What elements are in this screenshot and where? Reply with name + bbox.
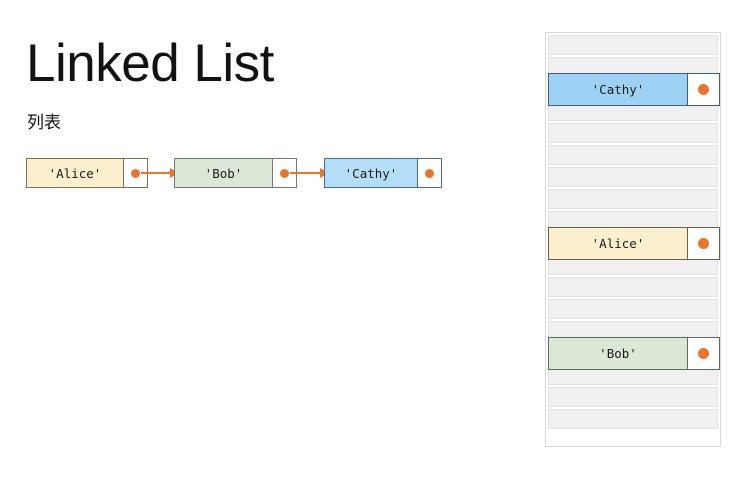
next-arrow-bob-to-cathy (290, 168, 329, 178)
memory-node-bob[interactable]: 'Bob' (548, 337, 720, 370)
memory-slot[interactable] (548, 189, 718, 209)
pointer-dot-icon (698, 84, 709, 95)
list-node-pointer-cell (273, 159, 296, 187)
memory-slot[interactable]: 'Cathy' (548, 73, 720, 106)
pointer-dot-icon (425, 168, 434, 178)
memory-slot[interactable] (548, 123, 718, 143)
list-node-bob[interactable]: 'Bob' (174, 158, 297, 188)
memory-slot[interactable]: 'Alice' (548, 227, 720, 260)
memory-node-value: 'Bob' (549, 338, 688, 369)
memory-slot[interactable] (548, 409, 718, 429)
memory-node-alice[interactable]: 'Alice' (548, 227, 720, 260)
memory-slot[interactable] (548, 35, 718, 55)
list-node-value: 'Cathy' (325, 159, 418, 187)
memory-node-value: 'Alice' (549, 228, 688, 259)
next-arrow-alice-to-bob (141, 168, 179, 178)
list-node-alice[interactable]: 'Alice' (26, 158, 148, 188)
memory-node-cathy[interactable]: 'Cathy' (548, 73, 720, 106)
memory-node-value: 'Cathy' (549, 74, 688, 105)
memory-slot[interactable] (548, 387, 718, 407)
memory-slot[interactable] (548, 167, 718, 187)
memory-node-pointer-cell (688, 228, 719, 259)
memory-slot[interactable]: 'Bob' (548, 337, 720, 370)
list-node-pointer-cell (418, 159, 441, 187)
memory-node-pointer-cell (688, 338, 719, 369)
memory-strip: 'Cathy' 'Alice' 'Bob' (545, 32, 721, 447)
pointer-dot-icon (698, 348, 709, 359)
list-node-value: 'Alice' (27, 159, 124, 187)
list-node-pointer-cell (124, 159, 147, 187)
page-subtitle: 列表 (27, 113, 61, 132)
pointer-dot-icon (280, 168, 289, 178)
memory-slot[interactable] (548, 145, 718, 165)
memory-node-pointer-cell (688, 74, 719, 105)
page-title: Linked List (26, 34, 274, 93)
pointer-dot-icon (698, 238, 709, 249)
list-node-value: 'Bob' (175, 159, 273, 187)
list-node-cathy[interactable]: 'Cathy' (324, 158, 442, 188)
memory-slot[interactable] (548, 277, 718, 297)
pointer-dot-icon (131, 168, 140, 178)
memory-slot[interactable] (548, 299, 718, 319)
